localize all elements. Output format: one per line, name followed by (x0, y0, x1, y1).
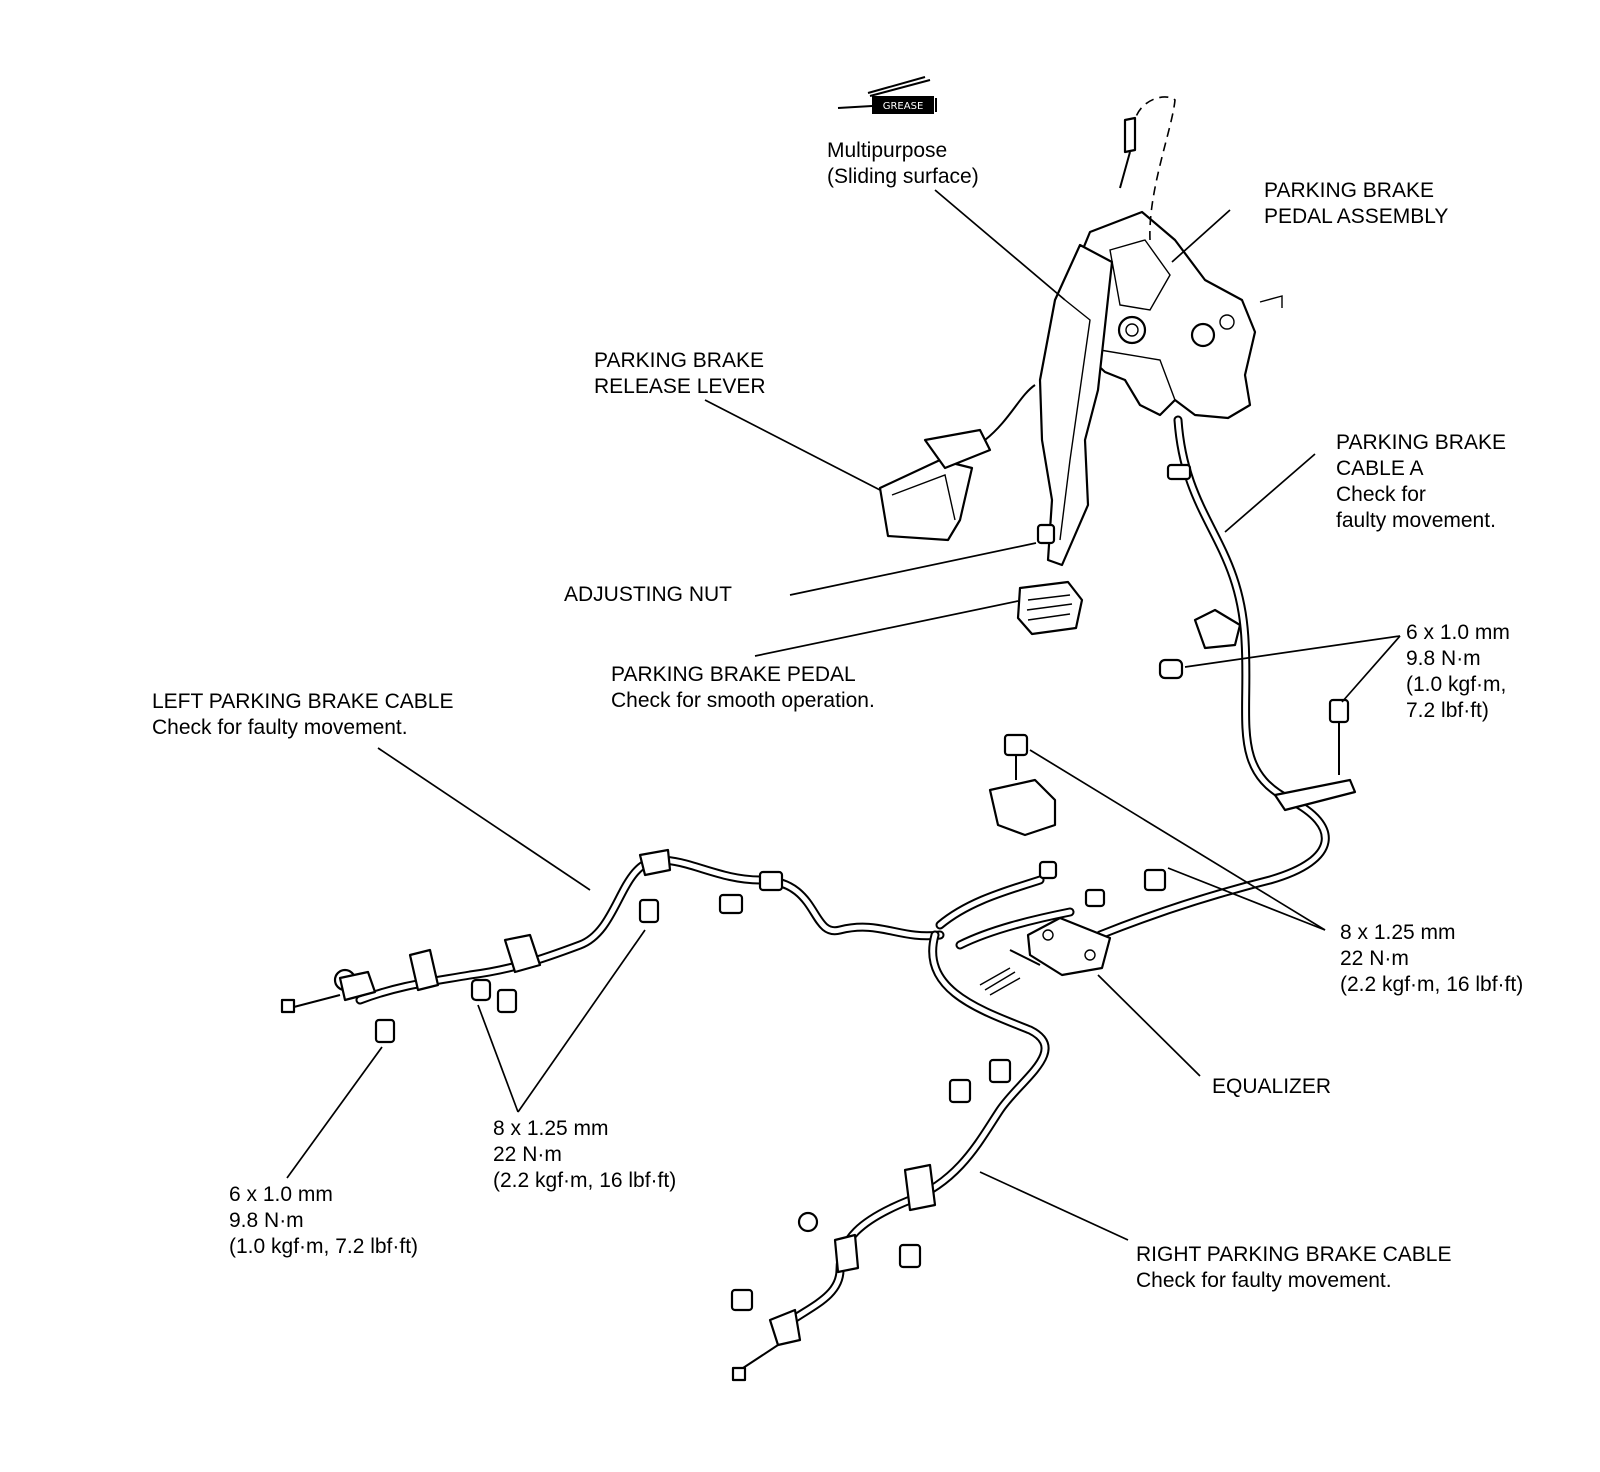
adjusting-nut-line1: ADJUSTING NUT (564, 583, 732, 606)
clamp-bracket-part (988, 733, 1057, 837)
torque-left-bottom-line3: (1.0 kgf·m, 7.2 lbf·ft) (229, 1235, 419, 1258)
torque-upper-right-line1: 6 x 1.0 mm (1406, 621, 1510, 644)
torque-left-middle-line2: 22 N·m (493, 1143, 562, 1166)
torque-left-bottom-line2: 9.8 N·m (229, 1209, 304, 1232)
torque-left-bottom-label: 6 x 1.0 mm 9.8 N·m (1.0 kgf·m, 7.2 lbf·f… (229, 1182, 418, 1260)
pedal-line1: PARKING BRAKE PEDAL (611, 663, 856, 686)
cable-a-line2: CABLE A (1336, 457, 1424, 480)
torque-left-middle-line3: (2.2 kgf·m, 16 lbf·ft) (493, 1169, 677, 1192)
leader-lines (286, 189, 1401, 1241)
grease-label-line1: Multipurpose (827, 139, 948, 162)
right-cable-parts (730, 1058, 1012, 1382)
cable-a-line3: Check for (1336, 483, 1426, 506)
grease-label-line2: (Sliding surface) (827, 165, 979, 188)
release-lever-line1: PARKING BRAKE (594, 349, 764, 372)
torque-left-bottom-line1: 6 x 1.0 mm (229, 1183, 333, 1206)
release-lever-line2: RELEASE LEVER (594, 375, 766, 398)
torque-upper-right-line4: 7.2 lbf·ft) (1406, 699, 1489, 722)
grease-label: Multipurpose (Sliding surface) (827, 138, 979, 190)
pedal-assembly-part (1016, 96, 1283, 636)
torque-upper-right-line2: 9.8 N·m (1406, 647, 1481, 670)
pedal-assembly-label: PARKING BRAKE PEDAL ASSEMBLY (1264, 178, 1448, 230)
release-lever-part (878, 384, 1036, 542)
equalizer-part (979, 916, 1112, 996)
equalizer-label: EQUALIZER (1212, 1074, 1331, 1100)
torque-left-middle-label: 8 x 1.25 mm 22 N·m (2.2 kgf·m, 16 lbf·ft… (493, 1116, 676, 1194)
left-cable-line2: Check for faulty movement. (152, 716, 408, 739)
cable-a-label: PARKING BRAKE CABLE A Check for faulty m… (1336, 430, 1506, 534)
release-lever-label: PARKING BRAKE RELEASE LEVER (594, 348, 766, 400)
torque-upper-right-label: 6 x 1.0 mm 9.8 N·m (1.0 kgf·m, 7.2 lbf·f… (1406, 620, 1510, 724)
cable-a-line1: PARKING BRAKE (1336, 431, 1506, 454)
pedal-assembly-line2: PEDAL ASSEMBLY (1264, 205, 1449, 228)
left-cable-label: LEFT PARKING BRAKE CABLE Check for fault… (152, 689, 454, 741)
torque-right-middle-line3: (2.2 kgf·m, 16 lbf·ft) (1340, 973, 1524, 996)
right-cable-label: RIGHT PARKING BRAKE CABLE Check for faul… (1136, 1242, 1451, 1294)
torque-left-middle-line1: 8 x 1.25 mm (493, 1117, 609, 1140)
pedal-line2: Check for smooth operation. (611, 689, 875, 712)
torque-upper-right-line3: (1.0 kgf·m, (1406, 673, 1507, 696)
grease-badge-text: GREASE (883, 101, 924, 112)
right-cable-line1: RIGHT PARKING BRAKE CABLE (1136, 1243, 1452, 1266)
right-cable-line2: Check for faulty movement. (1136, 1269, 1392, 1292)
torque-right-middle-line2: 22 N·m (1340, 947, 1409, 970)
pedal-label: PARKING BRAKE PEDAL Check for smooth ope… (611, 662, 875, 714)
left-cable-line1: LEFT PARKING BRAKE CABLE (152, 690, 454, 713)
grease-tube-icon: GREASE (837, 76, 937, 114)
adjusting-nut-label: ADJUSTING NUT (564, 582, 732, 608)
cable-a-line4: faulty movement. (1336, 509, 1496, 532)
pedal-assembly-line1: PARKING BRAKE (1264, 179, 1434, 202)
torque-right-middle-label: 8 x 1.25 mm 22 N·m (2.2 kgf·m, 16 lbf·ft… (1340, 920, 1523, 998)
equalizer-line1: EQUALIZER (1212, 1075, 1332, 1098)
torque-right-middle-line1: 8 x 1.25 mm (1340, 921, 1456, 944)
cable-a-brackets (1158, 463, 1357, 812)
left-cable-parts (280, 848, 784, 1044)
